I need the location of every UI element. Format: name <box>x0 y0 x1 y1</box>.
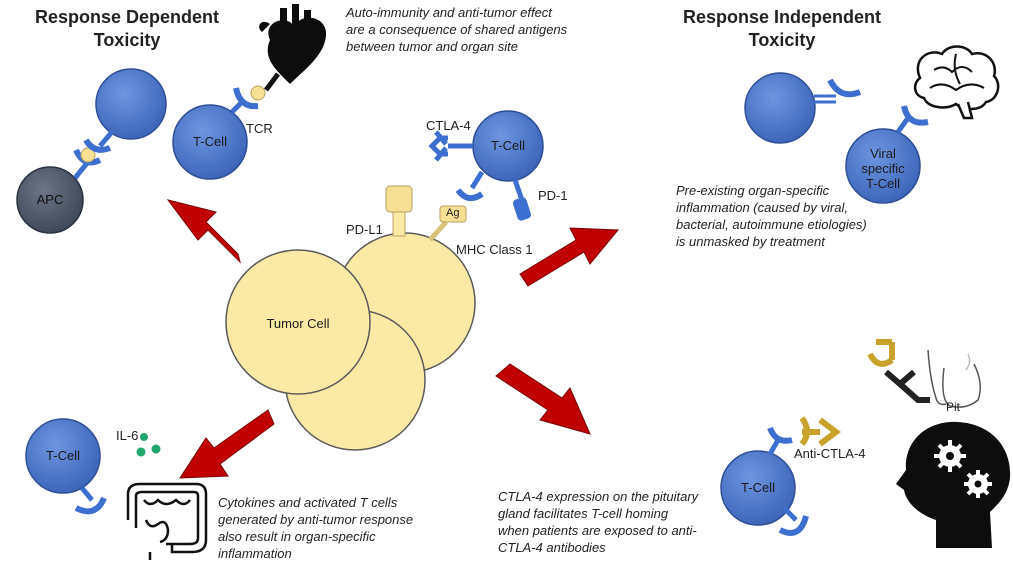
ag-label: Ag <box>446 207 460 219</box>
ctla4-label: CTLA-4 <box>426 118 471 133</box>
il6-tcell-label: T-Cell <box>46 448 80 463</box>
brain-icon <box>913 45 1000 120</box>
preexisting-inflammation-note: Pre-existing organ-specific inflammation… <box>676 183 867 249</box>
apc-cell <box>16 147 102 234</box>
pit-label: Pit <box>946 400 961 414</box>
il6-cytokines <box>136 433 161 457</box>
anti-ctla4-label: Anti-CTLA-4 <box>794 446 866 461</box>
ctla4-pituitary-note: CTLA-4 expression on the pituitary gland… <box>498 489 699 555</box>
heart-icon <box>259 4 327 92</box>
response-dependent-title: Response Dependent Toxicity <box>34 7 220 50</box>
pd-l1-receptor <box>385 185 413 237</box>
shared-antigens-note: Auto-immunity and anti-tumor effect are … <box>346 5 568 54</box>
arrow-down-left <box>179 409 275 479</box>
mhc-class1-label: MHC Class 1 <box>456 242 533 257</box>
tumor-cell-cluster <box>225 232 476 451</box>
pdl1-label: PD-L1 <box>346 222 383 237</box>
tcr-label: TCR <box>246 121 273 136</box>
center-tcell-label: T-Cell <box>491 138 525 153</box>
anti-ctla4-antibody <box>799 416 841 447</box>
arrow-up-left <box>166 199 241 264</box>
il6-label: IL-6 <box>116 428 139 443</box>
intestine-icon <box>126 482 208 560</box>
viral-specific-tcell <box>845 105 929 204</box>
upper-left-tcell <box>83 68 167 153</box>
arrow-down-right <box>495 363 591 435</box>
pd1-label: PD-1 <box>538 188 568 203</box>
il6-tcell <box>25 418 107 515</box>
bottom-right-tcell-label: T-Cell <box>741 480 775 495</box>
mhc-class1-receptor <box>428 205 467 242</box>
tumor-cell-label: Tumor Cell <box>266 316 330 331</box>
bottom-right-tcell <box>720 426 809 536</box>
response-independent-title: Response Independent Toxicity <box>682 7 882 50</box>
cytokines-note: Cytokines and activated T cells generate… <box>218 495 414 561</box>
center-tcell <box>428 110 544 221</box>
upper-right-tcell <box>744 72 862 144</box>
pituitary-icon <box>867 339 981 408</box>
arrow-up-right <box>519 227 620 287</box>
head-gears-icon <box>896 421 1011 548</box>
tcr-tcell-label: T-Cell <box>193 134 227 149</box>
tumor-cell-main <box>225 249 371 395</box>
tcr-tcell <box>172 85 266 180</box>
red-arrows <box>166 199 620 479</box>
apc-label: APC <box>36 192 64 207</box>
viral-tcell-label: Viral specific T-Cell <box>861 146 905 191</box>
